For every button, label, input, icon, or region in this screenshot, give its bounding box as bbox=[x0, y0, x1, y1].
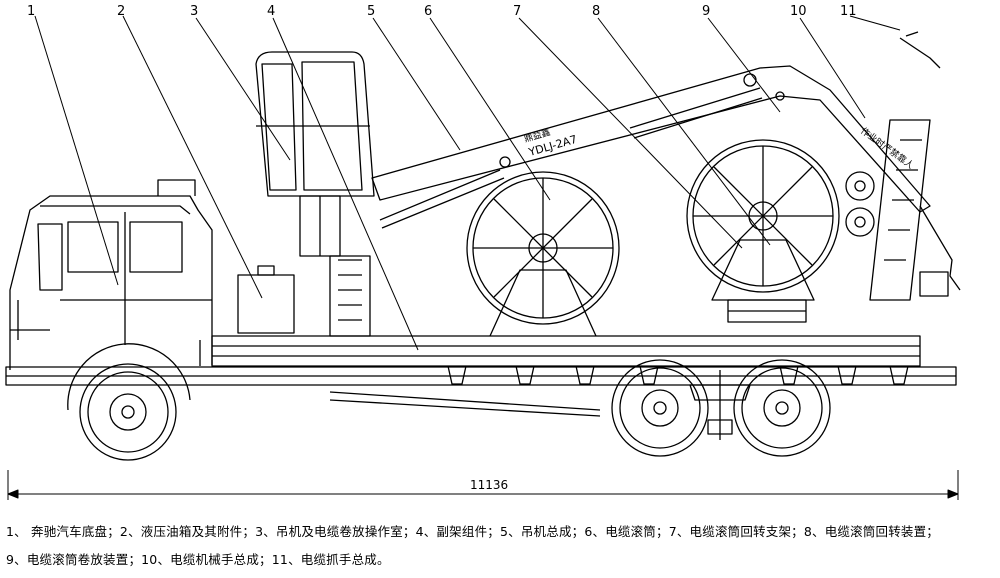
callout-4: 4 bbox=[267, 4, 275, 19]
truck-drawing: 1 2 3 4 5 6 7 8 9 10 11 鼎益鑫 YDLJ-2A7 作业时… bbox=[5, 4, 961, 500]
dimension-value: 11136 bbox=[470, 478, 508, 492]
rear-wheel-1 bbox=[611, 359, 709, 457]
callout-7: 7 bbox=[513, 4, 521, 19]
legend-line-1: 1、 奔驰汽车底盘；2、液压油箱及其附件；3、吊机及电缆卷放操作室；4、副架组件… bbox=[6, 524, 939, 539]
chassis-frame bbox=[5, 335, 957, 417]
hydraulic-tank bbox=[237, 265, 295, 334]
callout-5: 5 bbox=[367, 4, 375, 19]
crane-boom bbox=[371, 65, 961, 291]
legend-line-2: 9、电缆滚筒卷放装置；10、电缆机械手总成；11、电缆抓手总成。 bbox=[6, 552, 390, 567]
callout-10: 10 bbox=[790, 4, 807, 19]
operator-cabin bbox=[255, 51, 375, 337]
callout-numbers: 1 2 3 4 5 6 7 8 9 10 11 bbox=[27, 4, 857, 19]
cable-drum-1 bbox=[466, 171, 620, 337]
callout-3: 3 bbox=[190, 4, 198, 19]
truck-cab bbox=[9, 179, 213, 370]
cable-manipulator bbox=[845, 31, 949, 301]
callout-2: 2 bbox=[117, 4, 125, 19]
dimension-line bbox=[7, 470, 959, 500]
parts-legend: 1、 奔驰汽车底盘；2、液压油箱及其附件；3、吊机及电缆卷放操作室；4、副架组件… bbox=[6, 518, 994, 574]
subframe-supports bbox=[447, 365, 909, 385]
front-wheel bbox=[67, 343, 191, 461]
callout-1: 1 bbox=[27, 4, 35, 19]
callout-6: 6 bbox=[424, 4, 432, 19]
cable-drum-2 bbox=[686, 139, 840, 323]
callout-9: 9 bbox=[702, 4, 710, 19]
callout-11: 11 bbox=[840, 4, 857, 19]
manipulator-warning-text: 作业时严禁靠人 bbox=[858, 125, 916, 172]
leader-lines bbox=[34, 15, 901, 351]
rear-wheel-2 bbox=[733, 359, 831, 457]
rear-suspension bbox=[689, 370, 751, 440]
callout-8: 8 bbox=[592, 4, 600, 19]
